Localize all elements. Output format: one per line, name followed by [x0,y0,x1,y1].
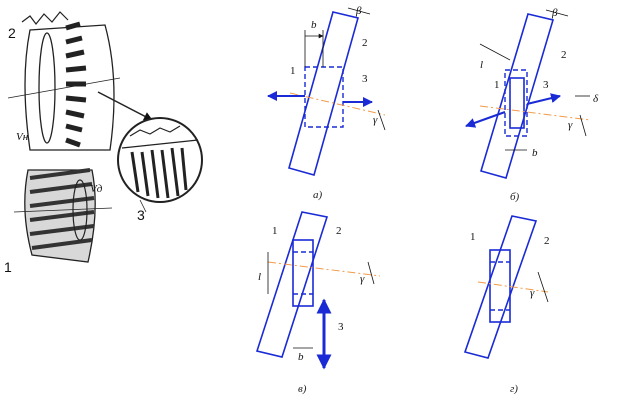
panel-b-l-label: l [480,59,483,71]
panel-a-beta-label: β [355,5,362,17]
panel-a-workpiece-1 [304,66,344,128]
panel-d-label-2: 2 [544,235,550,247]
panel-c-shaver-2 [255,211,329,358]
panel-b-label-3: 3 [543,79,549,91]
panel-d-gamma-label: γ [530,287,535,299]
gear-shaving-illustration: 2 1 3 Vн Vд [4,11,203,275]
panel-b-feed-arrow-left [465,111,506,128]
panel-d-shaver-2 [463,215,538,359]
label-velocity-worm: Vд [90,183,103,195]
panel-a-axis-line [289,92,386,116]
panel-b-label-2: 2 [561,49,567,61]
label-velocity-gear: Vн [16,131,29,143]
panel-d-workpiece-1 [489,249,511,323]
panel-c-gamma-label: γ [360,273,365,285]
panel-b-gamma-label: γ [568,119,573,131]
panel-c-workpiece-1 [292,239,314,307]
panel-b-workpiece-1 [504,69,528,137]
panel-c-l-label: l [258,271,261,283]
panel-a-shaver-2 [288,11,359,176]
panel-a-label-3: 3 [362,73,368,85]
panel-a-label-2: 2 [362,37,368,49]
panel-d-caption: г) [510,383,518,395]
panel-b-delta-label: δ [593,93,599,105]
panel-c-axis-line [267,261,381,277]
panel-c-label-3: 3 [338,321,344,333]
panel-b-b-label: b [532,147,538,159]
panel-d-label-1: 1 [470,231,476,243]
panel-c: l 1 2 3 γ b в) [255,211,381,395]
panel-b-label-1: 1 [494,79,500,91]
panel-c-label-2: 2 [336,225,342,237]
worm-1 [13,168,113,263]
panel-d-axis-line [477,281,549,293]
panel-a-b-label: b [311,19,317,31]
panel-b-feed-arrow-right [526,93,561,105]
label-gear-2: 2 [8,25,16,41]
panel-d: 1 2 γ г) [463,215,550,395]
panel-b-shaver-2 [480,13,555,179]
detail-3-magnifier [97,91,203,213]
panel-a-label-1: 1 [290,65,296,77]
label-worm-1: 1 [4,259,12,275]
label-detail-3: 3 [137,207,145,223]
panel-b-inner-rect [509,77,525,129]
panel-a: b β 2 1 3 γ а) [267,5,386,201]
panel-c-b-label: b [298,351,304,363]
panel-b: β l 2 1 3 δ γ b б) [465,7,599,203]
panel-c-caption: в) [298,383,307,395]
panel-b-beta-label: β [551,7,558,19]
panel-b-axis-line [479,105,591,121]
panel-a-caption: а) [313,189,323,201]
panel-c-label-1: 1 [272,225,278,237]
gear-2 [7,11,121,151]
panel-a-gamma-label: γ [373,114,378,126]
panel-b-caption: б) [510,191,520,203]
